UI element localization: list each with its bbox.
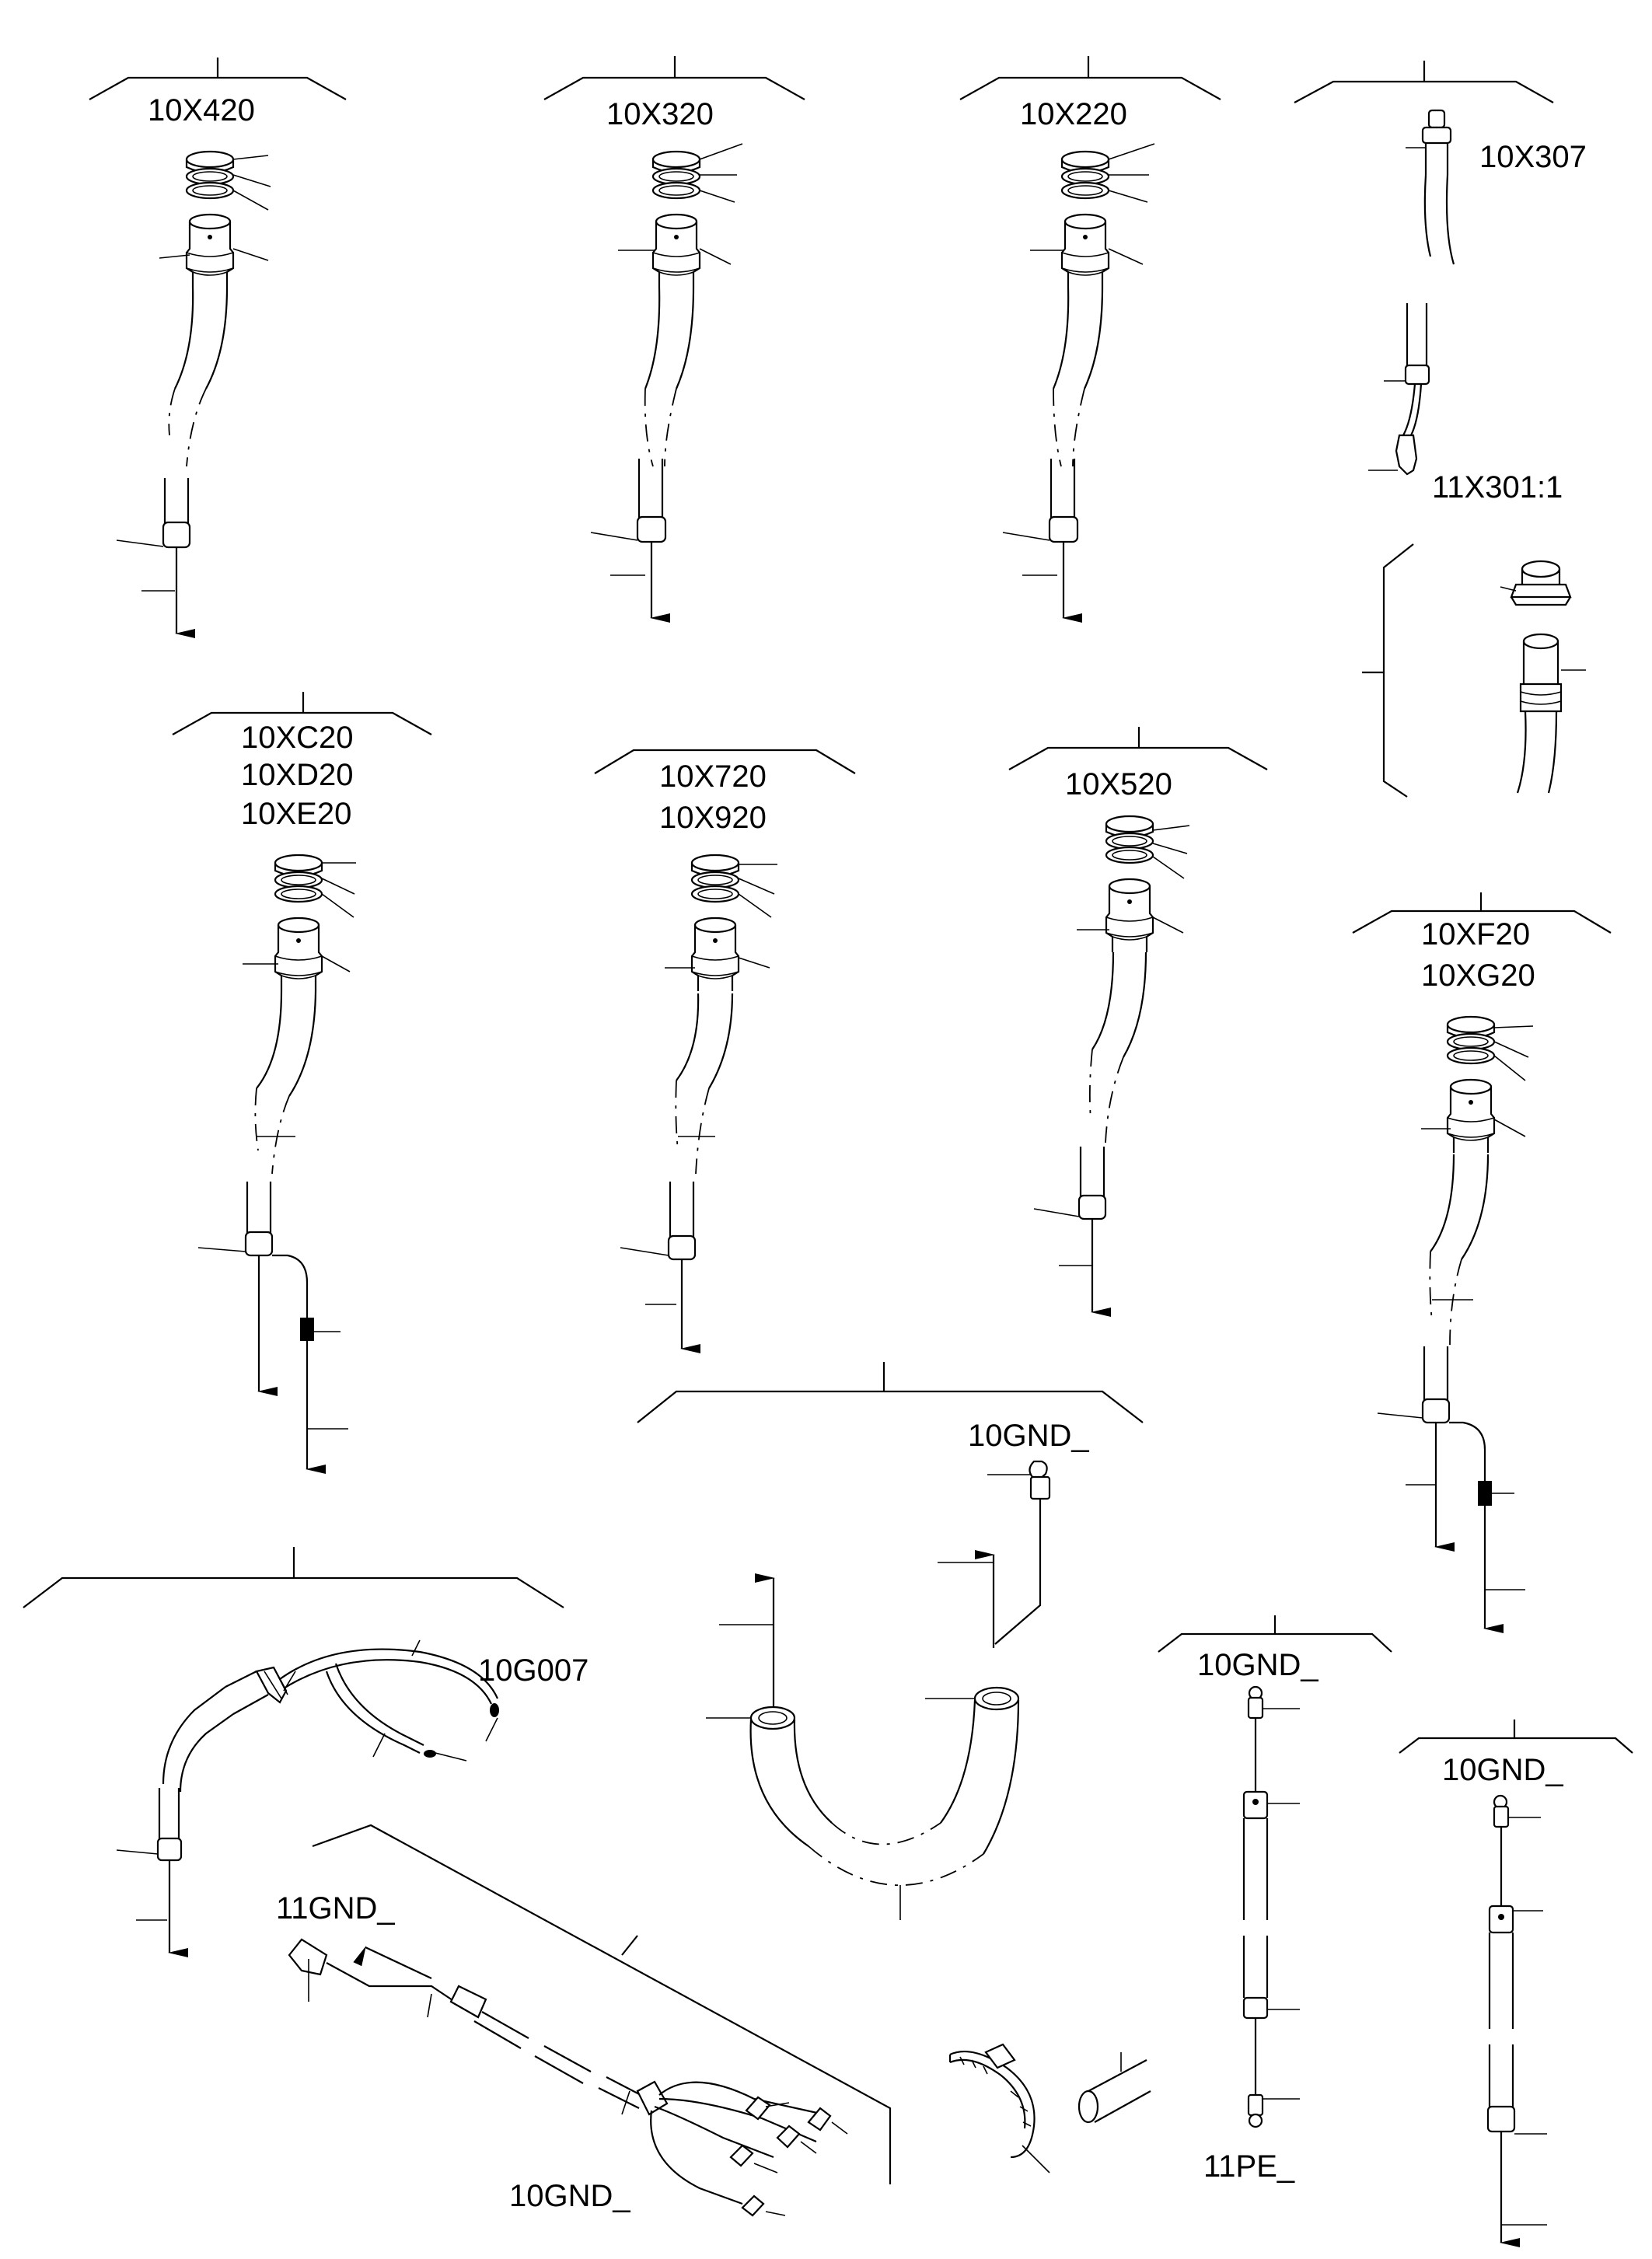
connector-10x307: 10X307 11X301:1 — [1294, 61, 1587, 505]
cable-gnd-right: 10GND_ — [1399, 1720, 1633, 2247]
label-10x420: 10X420 — [148, 93, 255, 127]
connector-10x520: 10X520 — [1008, 727, 1268, 1317]
label-gnd-bottom: 10GND_ — [509, 2179, 630, 2213]
label-gnd-11: 11GND_ — [276, 1891, 395, 1926]
connector-10xf20: 10XF20 10XG20 — [1352, 892, 1612, 1633]
label-10x920: 10X920 — [659, 801, 767, 835]
label-pe-11: 11PE_ — [1203, 2149, 1295, 2184]
label-11x301: 11X301:1 — [1432, 470, 1563, 505]
connector-10x720: 10X720 10X920 — [594, 749, 856, 1353]
connector-10xc20: 10XC20 10XD20 10XE20 — [172, 692, 432, 1474]
label-10xf20: 10XF20 — [1421, 917, 1530, 951]
connector-10x320: 10X320 — [543, 56, 805, 623]
nut-detail — [1362, 543, 1586, 798]
label-10xc20: 10XC20 — [241, 721, 354, 755]
label-10x520: 10X520 — [1065, 767, 1172, 801]
label-10x720: 10X720 — [659, 759, 767, 794]
label-gnd-top: 10GND_ — [968, 1419, 1089, 1453]
label-10x220: 10X220 — [1020, 97, 1127, 131]
label-10x307: 10X307 — [1479, 140, 1587, 174]
label-10xe20: 10XE20 — [241, 797, 351, 831]
label-gnd-right: 10GND_ — [1442, 1753, 1563, 1787]
connector-10x220: 10X220 — [959, 56, 1221, 623]
harness-10g007: 10G007 — [23, 1547, 589, 1957]
label-gnd-mid: 10GND_ — [1197, 1648, 1318, 1682]
label-10xg20: 10XG20 — [1421, 958, 1535, 993]
cable-gnd-pe: 10GND_ 11PE_ — [1158, 1615, 1392, 2184]
cable-gnd: 11GND_ 10GND_ — [276, 1824, 892, 2217]
label-10xd20: 10XD20 — [241, 758, 354, 792]
label-10g007: 10G007 — [478, 1653, 589, 1688]
tube-assembly: 10GND_ — [637, 1362, 1144, 1920]
sleeve — [1077, 2052, 1151, 2124]
cable-tie — [948, 2043, 1050, 2173]
connector-10x420: 10X420 — [89, 58, 347, 638]
label-10x320: 10X320 — [606, 97, 714, 131]
